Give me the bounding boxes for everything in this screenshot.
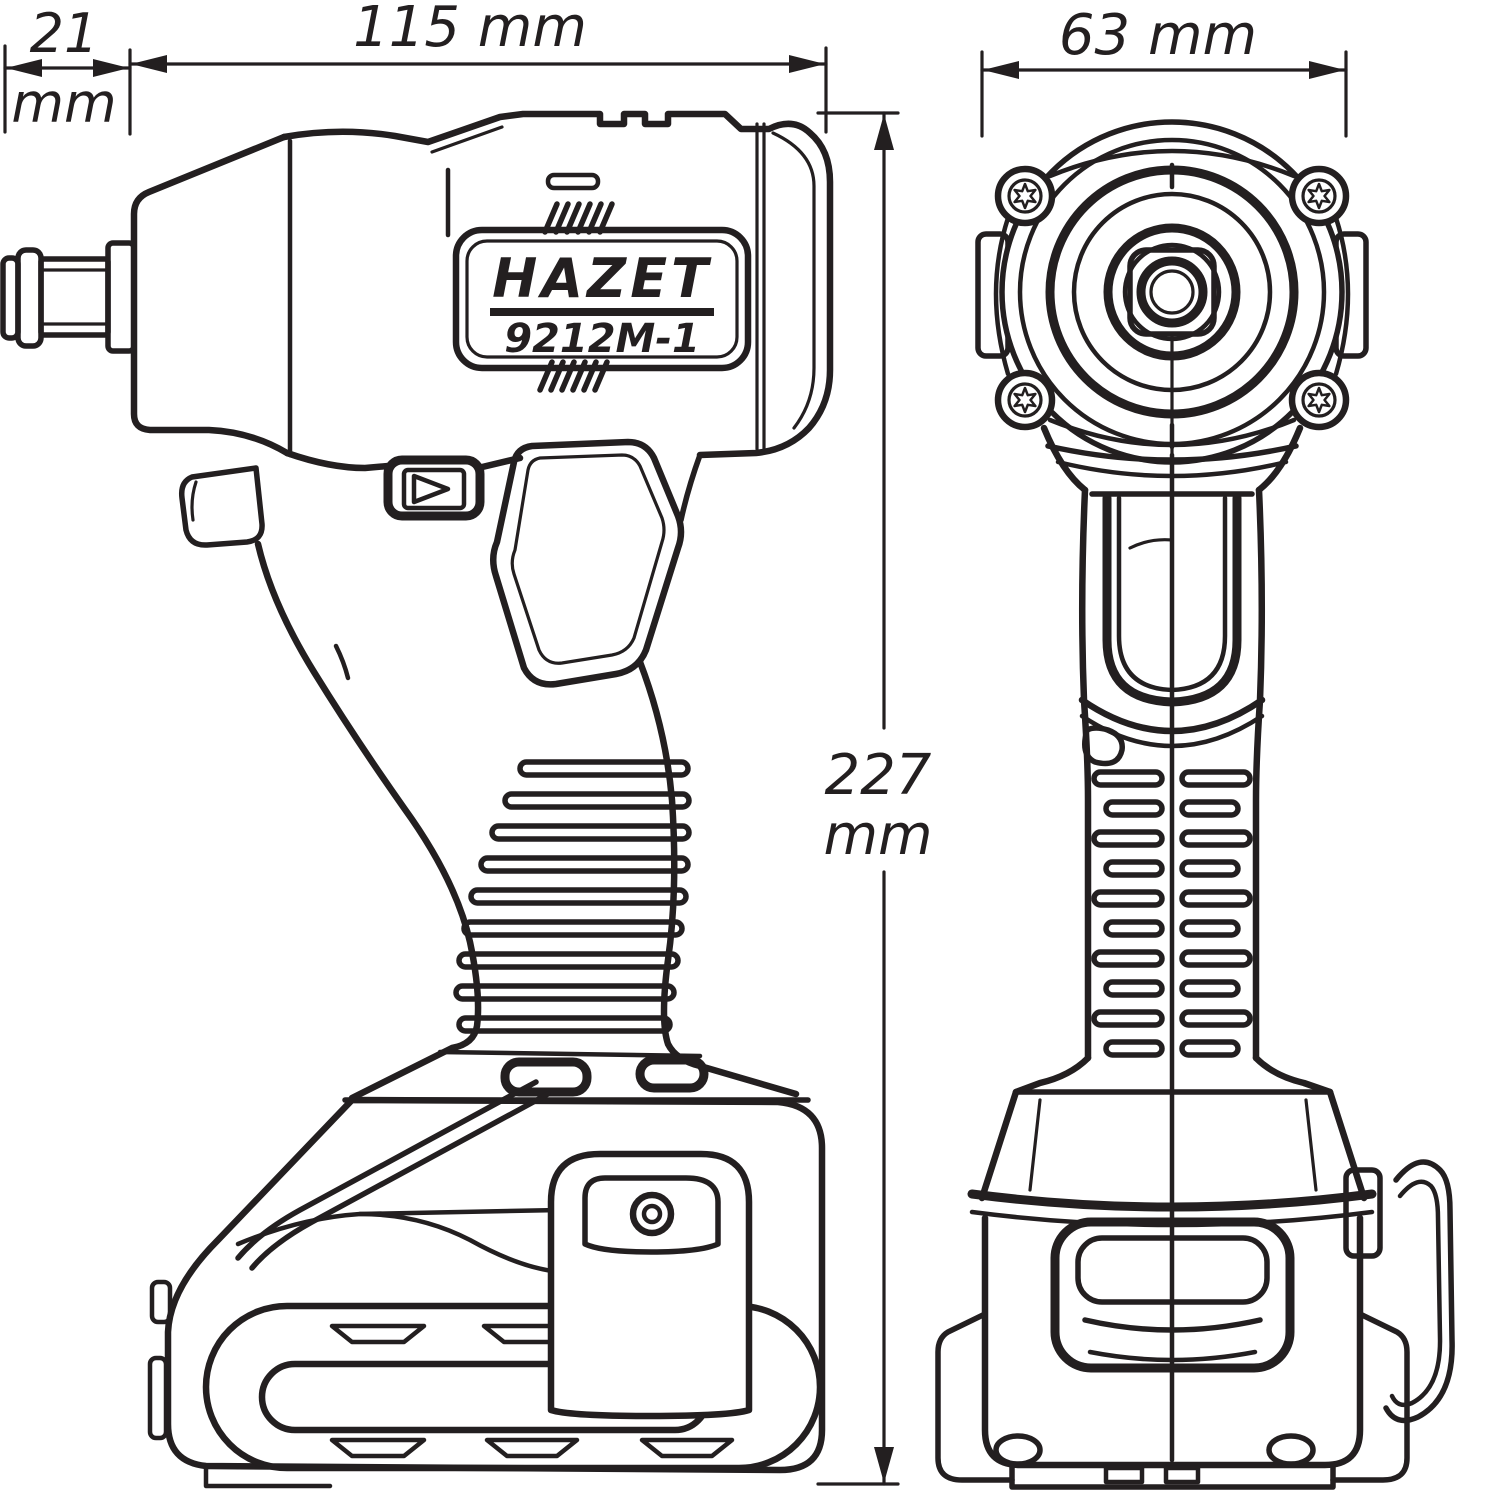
arrowhead bbox=[131, 55, 167, 73]
square-drive-front bbox=[1127, 247, 1217, 337]
forward-reverse-switch bbox=[383, 455, 485, 521]
dimension-unit: mm bbox=[11, 72, 116, 135]
dimension-63mm: 63 mm bbox=[980, 3, 1348, 138]
side-view-drawing: HAZET 9212M-1 bbox=[0, 110, 834, 1489]
torx-star-icon bbox=[1307, 386, 1331, 414]
dimension-label: 63 mm bbox=[1059, 3, 1257, 68]
battery-pack-front bbox=[935, 1088, 1455, 1490]
brand-label-plate: HAZET 9212M-1 bbox=[452, 226, 752, 372]
handle-side bbox=[254, 438, 811, 1103]
base-slot bbox=[500, 1057, 592, 1097]
brand-name-text: HAZET bbox=[492, 247, 712, 310]
dimension-21mm: 21 mm bbox=[3, 2, 132, 136]
dimension-label: 115 mm bbox=[353, 0, 587, 60]
hammer-case bbox=[130, 133, 293, 458]
torx-star-icon bbox=[1013, 386, 1037, 414]
model-number-text: 9212M-1 bbox=[504, 316, 700, 362]
arrowhead bbox=[1309, 61, 1345, 79]
forward-reverse-lever-front bbox=[1082, 725, 1125, 767]
dimension-227mm: 227 mm bbox=[816, 111, 933, 1486]
dimension-value: 227 bbox=[825, 743, 932, 808]
battery-window-outer bbox=[1050, 1217, 1295, 1373]
grip-ribs-front bbox=[1091, 769, 1253, 1058]
battery-pack-side bbox=[147, 1079, 826, 1489]
arrowhead bbox=[874, 1447, 894, 1483]
arrowhead bbox=[874, 114, 894, 150]
battery-release-button bbox=[582, 1175, 721, 1255]
base-slot bbox=[635, 1055, 709, 1093]
handle-front bbox=[1012, 486, 1334, 1096]
torx-screws bbox=[994, 165, 1350, 431]
arrowhead bbox=[93, 59, 129, 77]
motor-housing bbox=[280, 110, 834, 523]
vent-slots bbox=[537, 201, 615, 393]
brand-underline bbox=[490, 308, 714, 316]
battery-window-inner bbox=[1075, 1235, 1270, 1305]
dimension-value: 21 bbox=[30, 2, 99, 65]
hammer-case-front bbox=[993, 119, 1351, 465]
grip-ribs-side bbox=[453, 759, 692, 1034]
dimension-unit: mm bbox=[823, 803, 932, 868]
torx-star-icon bbox=[1013, 182, 1037, 210]
anvil-square-drive bbox=[0, 240, 137, 354]
direction-arrow-icon bbox=[411, 473, 451, 505]
belt-clip bbox=[1343, 1159, 1455, 1424]
dimension-115mm: 115 mm bbox=[128, 0, 828, 134]
battery-release-tower bbox=[547, 1150, 753, 1420]
trigger bbox=[178, 465, 265, 548]
arrowhead bbox=[983, 61, 1019, 79]
front-view-drawing bbox=[935, 119, 1455, 1490]
arrowhead bbox=[6, 59, 42, 77]
arrowhead bbox=[789, 55, 825, 73]
torx-star-icon bbox=[1307, 182, 1331, 210]
